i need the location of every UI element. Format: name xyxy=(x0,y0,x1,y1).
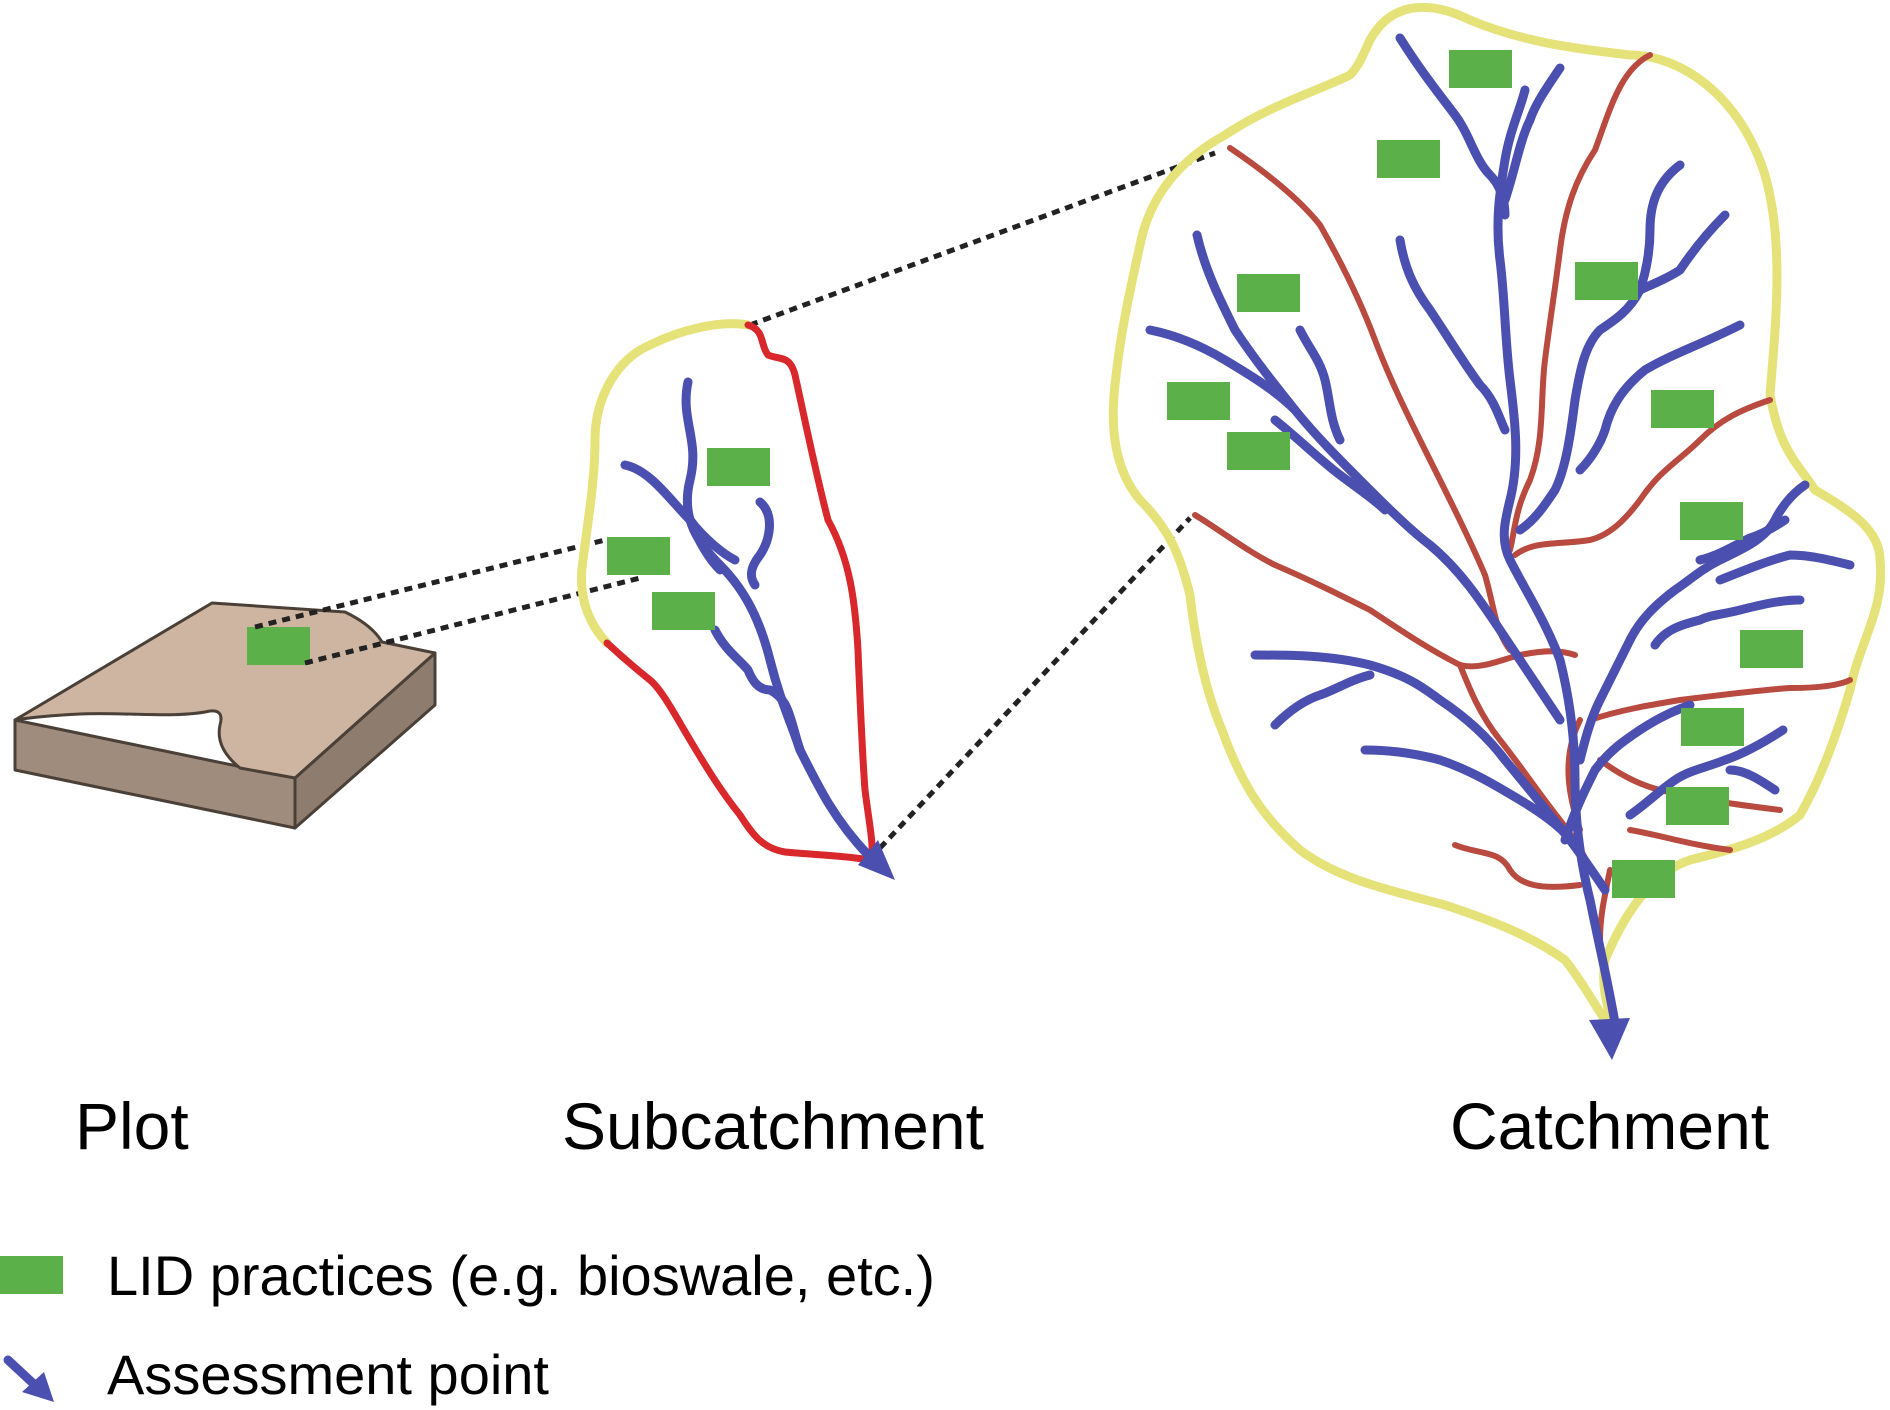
catchment-dividers xyxy=(1192,52,1853,943)
lid-practice xyxy=(1612,860,1675,898)
catchment-streams xyxy=(1145,33,1855,1040)
lid-practice xyxy=(607,537,670,575)
lid-practice xyxy=(707,448,770,486)
plot-top-face xyxy=(13,601,437,780)
label-plot: Plot xyxy=(75,1089,189,1163)
label-subcatchment: Subcatchment xyxy=(562,1089,984,1163)
lid-practice xyxy=(1237,274,1300,312)
lid-practice xyxy=(1680,502,1743,540)
catchment-boundary xyxy=(1108,2,1886,1042)
zoom-line-plot-bottom xyxy=(304,575,641,666)
lid-practice xyxy=(1575,262,1638,300)
catchment-lid-practices xyxy=(1167,50,1803,898)
lid-practice xyxy=(1651,390,1714,428)
catchment xyxy=(1108,2,1886,1060)
subcatchment xyxy=(576,319,895,880)
subcatchment-lid-practices xyxy=(607,448,770,630)
subcatchment-boundary-red xyxy=(603,321,876,864)
plot-block xyxy=(13,601,437,830)
legend-lid-label: LID practices (e.g. bioswale, etc.) xyxy=(107,1244,935,1307)
lid-practice-plot xyxy=(247,627,310,665)
subcatchment-assessment-arrow xyxy=(858,840,895,880)
subcatchment-streams xyxy=(620,377,873,860)
legend-symbols xyxy=(0,1256,63,1402)
lid-practice xyxy=(1227,432,1290,470)
zoom-line-subcatchment-top xyxy=(749,150,1216,328)
zoom-line-subcatchment-bottom xyxy=(878,516,1192,850)
lid-practice xyxy=(1681,708,1744,746)
lid-practice xyxy=(652,592,715,630)
legend-assessment-label: Assessment point xyxy=(107,1343,549,1406)
lid-practice xyxy=(1666,787,1729,825)
legend-lid-swatch xyxy=(0,1256,63,1294)
zoom-lines xyxy=(254,150,1216,850)
lid-practice xyxy=(1740,630,1803,668)
lid-practice xyxy=(1449,50,1512,88)
lid-practice xyxy=(1167,382,1230,420)
lid-practice xyxy=(1377,140,1440,178)
zoom-line-plot-top xyxy=(254,537,606,630)
label-catchment: Catchment xyxy=(1450,1089,1770,1163)
subcatchment-boundary-yellow xyxy=(576,319,753,648)
legend-arrow-icon xyxy=(3,1355,54,1402)
catchment-assessment-arrow xyxy=(1589,1018,1630,1060)
